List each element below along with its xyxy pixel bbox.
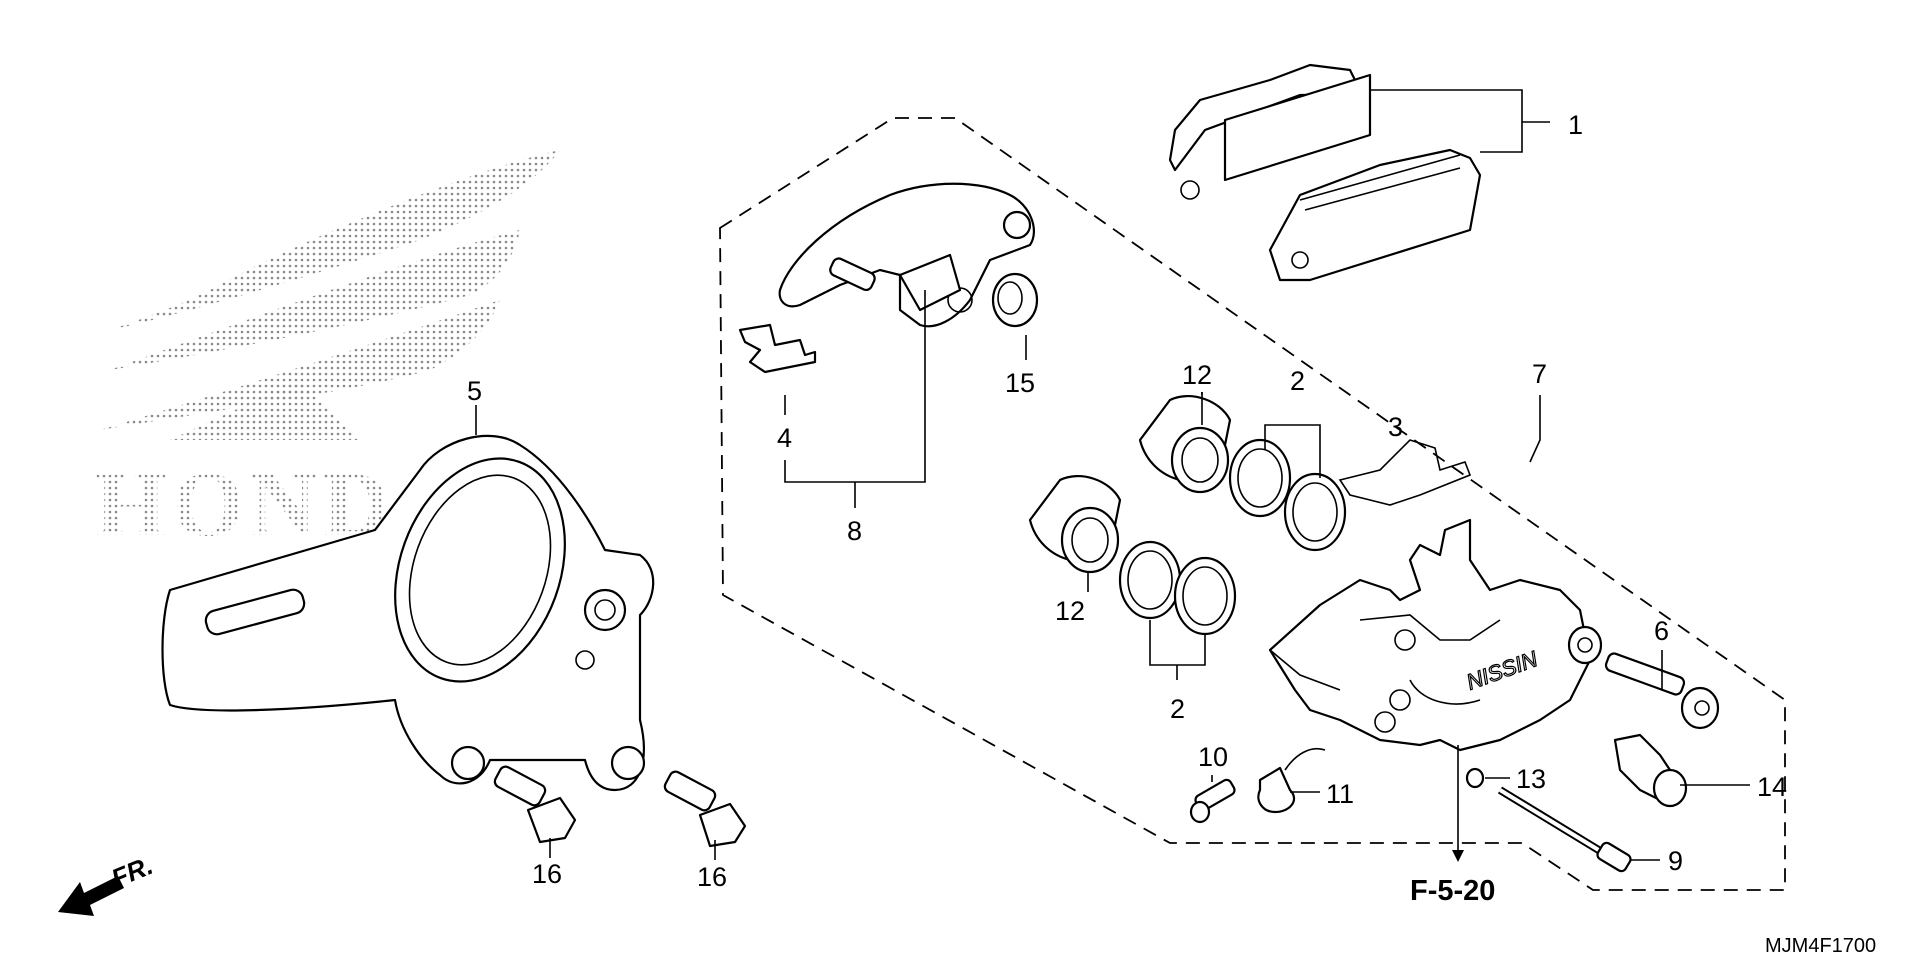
caliper-bolt [1613,733,1688,808]
part-number-5: 5 [467,376,482,406]
part-number-2-upper: 2 [1290,366,1305,396]
part-number-7: 7 [1532,359,1547,389]
part-number-16-right: 16 [697,862,727,892]
leader-lines [475,89,1750,861]
caliper-assembly-boundary [719,117,1786,891]
part-number-2-lower: 2 [1170,694,1185,724]
diagram-code: MJM4F1700 [1765,935,1876,957]
pin-boot [991,272,1039,328]
part-number-8: 8 [847,516,862,546]
piston-upper [1138,395,1232,494]
piston-lower [1028,475,1122,574]
honda-wing-logo: HONDA [95,150,560,555]
part-number-6: 6 [1654,616,1669,646]
flange-bolt-right [663,770,747,848]
front-direction-arrow-icon [58,876,124,916]
part-number-10: 10 [1198,742,1228,772]
pad-spring [738,323,817,374]
caliper-pad-spring [1338,439,1472,506]
caliper-body: NISSIN [1268,518,1603,752]
bleeder-cap [1257,748,1326,814]
caliper-support-bracket [778,182,1035,328]
pin-washer [1465,767,1485,789]
pad-pin [1497,786,1632,873]
part-number-9: 9 [1668,846,1683,876]
part-number-15: 15 [1005,368,1035,398]
flange-bolt-left [493,765,577,844]
part-number-3: 3 [1388,412,1403,442]
brake-pad-rear [1268,148,1482,282]
reference-arrowhead [1452,850,1464,862]
part-number-13: 13 [1516,764,1546,794]
part-number-11: 11 [1326,779,1354,809]
bleeder-valve [1189,778,1236,824]
part-number-16-left: 16 [532,859,562,889]
piston-seal-lower-b [1173,556,1237,636]
piston-seal-upper-b [1283,472,1347,552]
part-number-14: 14 [1757,772,1787,802]
brake-pad-front [1168,63,1372,200]
part-number-4: 4 [777,423,792,453]
caliper-pin-bolt [1604,652,1720,730]
reference-label: F-5-20 [1410,875,1495,907]
part-number-12-upper: 12 [1182,360,1212,390]
piston-seal-lower-a [1118,540,1182,620]
piston-seal-upper-a [1228,438,1292,518]
caliper-bracket [161,434,655,792]
part-number-1: 1 [1568,110,1583,140]
part-number-12-lower: 12 [1055,596,1085,626]
